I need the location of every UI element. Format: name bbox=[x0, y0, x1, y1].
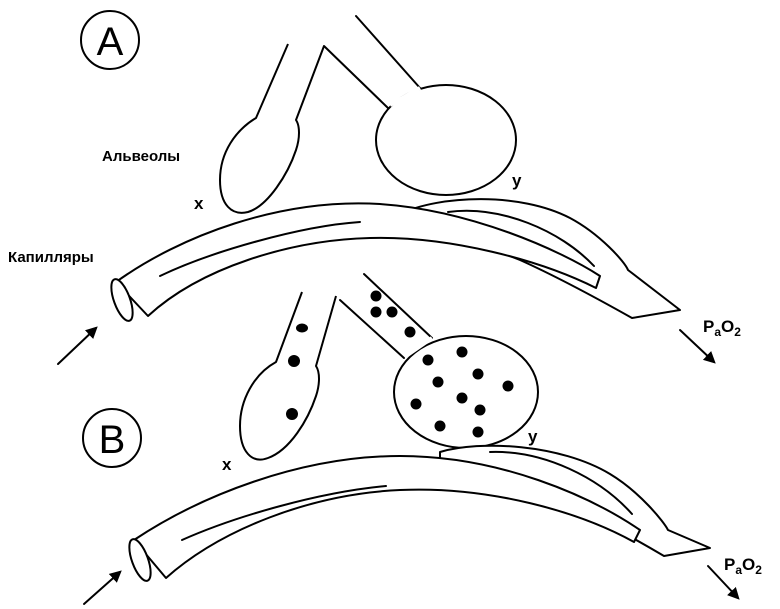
particle bbox=[288, 355, 300, 367]
alveoli-label: Альвеолы bbox=[102, 148, 180, 165]
capillaries-label: Капилляры bbox=[8, 249, 94, 266]
panel-b-badge: B bbox=[83, 409, 141, 467]
panel-a-x-label: x bbox=[194, 194, 204, 213]
panel-a-pao2-label: PaO2 bbox=[703, 317, 741, 339]
panel-a-badge: A bbox=[81, 11, 139, 69]
panel-b-inflow-arrow bbox=[84, 572, 120, 604]
particle bbox=[296, 324, 308, 333]
panel-a-letter: A bbox=[97, 20, 124, 64]
alveolus-x-b bbox=[240, 292, 336, 460]
panel-b-letter: B bbox=[99, 418, 126, 462]
panel-a-y-label: y bbox=[512, 171, 522, 190]
panel-b-y-label: y bbox=[528, 427, 538, 446]
panel-a-inflow-arrow bbox=[58, 328, 96, 364]
alveolus-x bbox=[220, 44, 324, 213]
panel-b-pao2-label: PaO2 bbox=[724, 555, 762, 577]
panel-b: B bbox=[83, 274, 762, 604]
particle bbox=[286, 408, 298, 420]
panel-b-x-label: x bbox=[222, 455, 232, 474]
